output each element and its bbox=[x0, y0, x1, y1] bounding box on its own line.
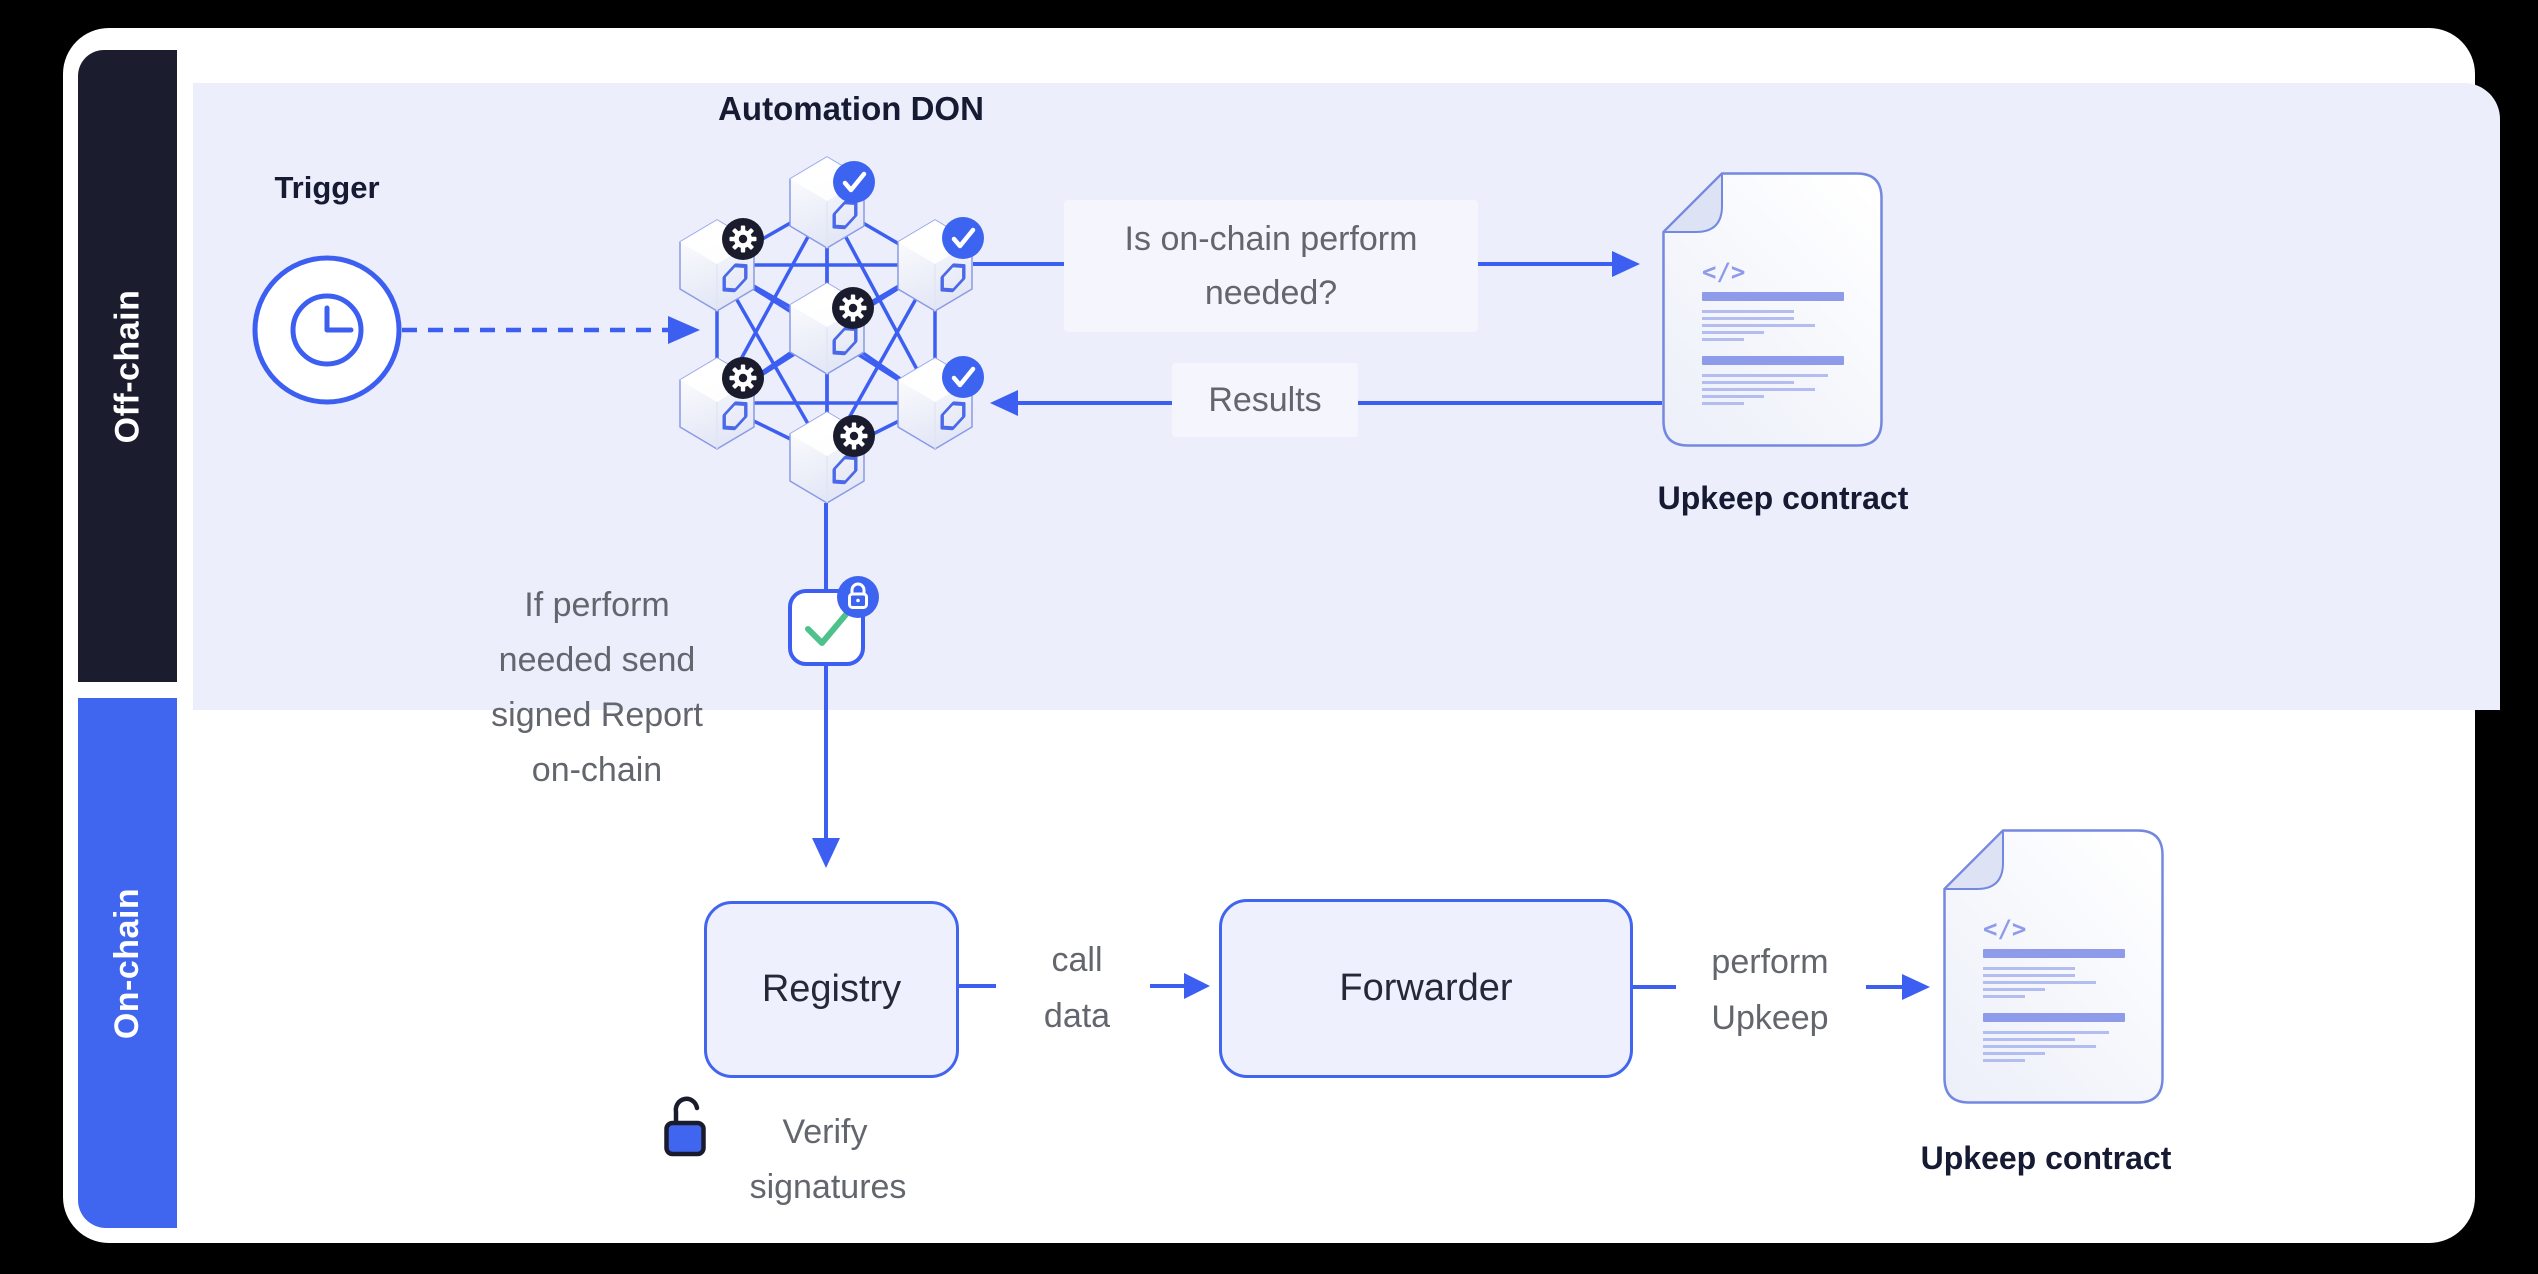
perform-upkeep-label: perform Upkeep bbox=[1711, 943, 1829, 1037]
question-line-1: Is on-chain perform bbox=[1124, 220, 1418, 258]
registry-box: Registry bbox=[704, 901, 959, 1078]
registry-label: Registry bbox=[761, 968, 902, 1010]
call-data-label: call data bbox=[1043, 941, 1111, 1035]
results-label: Results bbox=[1172, 363, 1358, 437]
onchain-lane-label: On-chain bbox=[78, 698, 177, 1228]
trigger-label: Trigger bbox=[274, 170, 380, 205]
forwarder-label: Forwarder bbox=[1339, 967, 1513, 1009]
automation-don-title: Automation DON bbox=[718, 90, 984, 127]
onchain-lane-text: On-chain bbox=[108, 887, 146, 1039]
verify-signatures-label-line2: signatures bbox=[749, 1168, 907, 1206]
verify-signatures-label-line1: Verify bbox=[782, 1113, 868, 1151]
question-line-2: needed? bbox=[1204, 274, 1338, 312]
signed-report-note: If perform needed send signed Report on-… bbox=[491, 586, 703, 789]
forwarder-box: Forwarder bbox=[1219, 899, 1633, 1078]
upkeep-contract-label-onchain: Upkeep contract bbox=[1920, 1140, 2172, 1176]
upkeep-contract-label-offchain: Upkeep contract bbox=[1657, 480, 1909, 516]
offchain-lane-text: Off-chain bbox=[108, 289, 146, 443]
offchain-lane-label: Off-chain bbox=[78, 50, 177, 682]
onchain-perform-question: Is on-chain perform needed? bbox=[1064, 200, 1478, 332]
